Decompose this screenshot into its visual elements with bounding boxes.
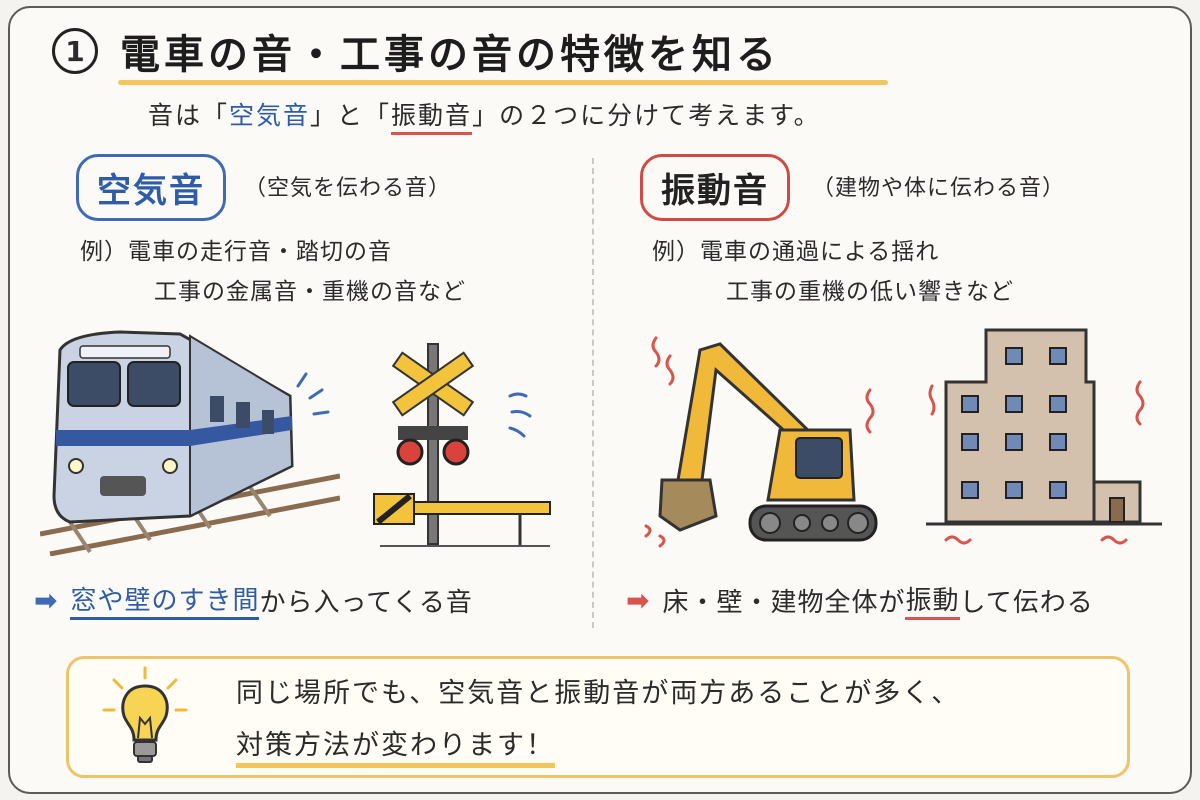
train-icon xyxy=(52,330,294,524)
heading-air-sound: 空気音 xyxy=(76,154,226,221)
building-illustration xyxy=(926,328,1162,545)
subtitle-part2: 」と「 xyxy=(310,101,392,130)
sound-lines-icon xyxy=(296,372,330,416)
crossing-gate-icon xyxy=(373,493,551,547)
example-line: 工事の重機の低い響きなど xyxy=(726,279,1014,305)
sound-lines-icon xyxy=(508,392,532,438)
tip-line: 同じ場所でも、空気音と振動音が両方あることが多く、 xyxy=(236,678,961,709)
result-vibration-pre: 床・壁・建物全体が xyxy=(662,587,906,618)
subtitle-part1: 音は「 xyxy=(148,101,230,130)
column-divider xyxy=(592,158,594,628)
crossing-sign-icon xyxy=(391,343,475,545)
subtitle-keyword-vibration: 振動音 xyxy=(391,101,473,135)
subtitle-keyword-air: 空気音 xyxy=(229,101,311,130)
train-illustration xyxy=(40,330,340,556)
example-line: 例）電車の走行音・踏切の音 xyxy=(80,239,392,265)
subtitle-part3: 」の２つに分けて考えます。 xyxy=(472,101,821,130)
heading-vibration-sound: 振動音 xyxy=(640,154,790,221)
title-underline xyxy=(118,80,888,85)
result-vibration-post: して伝わる xyxy=(959,587,1094,618)
vibration-lines-icon xyxy=(644,336,875,548)
subtitle: 音は「空気音」と「振動音」の２つに分けて考えます。 xyxy=(148,96,821,135)
tip-line: 対策方法が変わります！ xyxy=(236,730,555,768)
result-air-sound: ➡ 窓や壁のすき間 から入ってくる音 xyxy=(34,580,473,620)
result-vibration-sound: ➡ 床・壁・建物全体が 振動 して伝わる xyxy=(626,580,1094,620)
vibration-lines-icon xyxy=(928,380,1145,545)
title-row: 1 電車の音・工事の音の特徴を知る xyxy=(52,22,780,80)
arrow-right-icon: ➡ xyxy=(626,583,651,617)
example-line: 工事の金属音・重機の音など xyxy=(154,279,466,305)
examples-vibration-sound: 例）電車の通過による揺れ 工事の重機の低い響きなど xyxy=(652,232,1014,312)
title-number: 1 xyxy=(52,28,98,74)
railroad-crossing-illustration xyxy=(373,343,551,547)
building-icon xyxy=(926,328,1162,526)
example-line: 例）電車の通過による揺れ xyxy=(652,239,940,265)
lightbulb-icon xyxy=(102,666,188,763)
tip-box xyxy=(66,656,1130,778)
excavator-icon xyxy=(658,342,878,542)
note-air-sound: （空気を伝わる音） xyxy=(244,176,452,201)
page-title: 電車の音・工事の音の特徴を知る xyxy=(120,32,780,78)
result-air-highlight: 窓や壁のすき間 xyxy=(70,580,260,620)
result-air-text: から入ってくる音 xyxy=(259,587,473,618)
arrow-right-icon: ➡ xyxy=(34,583,59,617)
excavator-illustration xyxy=(644,336,878,548)
tip-text: 同じ場所でも、空気音と振動音が両方あることが多く、 対策方法が変わります！ xyxy=(236,668,960,772)
examples-air-sound: 例）電車の走行音・踏切の音 工事の金属音・重機の音など xyxy=(80,232,466,312)
note-vibration-sound: （建物や体に伝わる音） xyxy=(812,176,1066,201)
result-vibration-highlight: 振動 xyxy=(905,580,960,620)
